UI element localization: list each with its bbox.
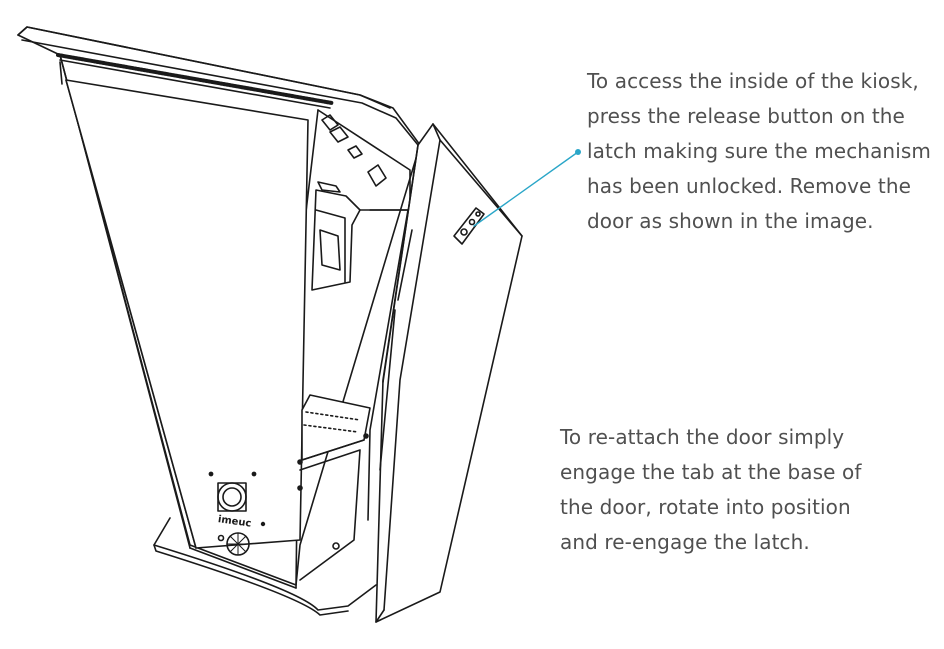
- brand-mark: imeuc: [217, 514, 252, 530]
- access-line-5: door as shown in the image.: [587, 209, 874, 233]
- kiosk-top-bezel: [17, 26, 419, 146]
- fan-vent-lower: [226, 532, 250, 556]
- kiosk-door: [375, 123, 523, 623]
- reattach-line-1: To re-attach the door simply: [560, 425, 845, 449]
- callout-dot: [575, 149, 581, 155]
- reattach-line-4: and re-engage the latch.: [560, 530, 810, 554]
- reattach-line-2: engage the tab at the base of: [560, 460, 862, 484]
- kiosk-front-details: imeuc: [208, 471, 266, 556]
- reattach-instruction: To re-attach the door simply engage the …: [560, 420, 861, 560]
- access-line-4: has been unlocked. Remove the: [587, 174, 912, 198]
- latch-callout: [473, 149, 581, 227]
- fan-vent-upper: [217, 482, 247, 512]
- kiosk-interior: [297, 109, 411, 581]
- door-latch: [453, 207, 485, 245]
- access-line-1: To access the inside of the kiosk,: [587, 69, 919, 93]
- access-line-3: latch making sure the mechanism: [587, 139, 931, 163]
- kiosk-screen-panel: [65, 79, 309, 549]
- access-line-2: press the release button on the: [587, 104, 905, 128]
- access-instruction: To access the inside of the kiosk, press…: [587, 64, 931, 239]
- reattach-line-3: the door, rotate into position: [560, 495, 851, 519]
